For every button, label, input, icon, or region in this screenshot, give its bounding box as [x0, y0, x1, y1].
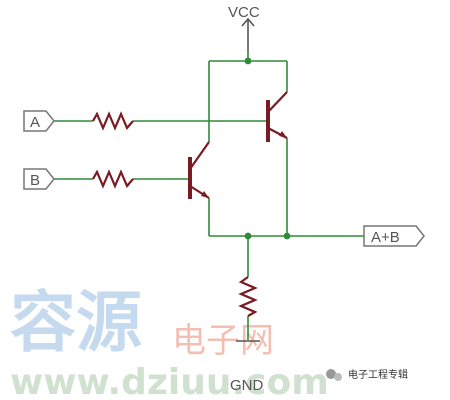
transistor-b	[188, 141, 210, 199]
watermark-chars-big: 容源	[10, 284, 142, 361]
wiring	[54, 52, 364, 340]
vcc-rail: VCC	[228, 4, 260, 52]
input-port-b: B	[23, 168, 55, 190]
source-badge: 电子工程专辑	[326, 368, 408, 381]
junction-ground	[244, 232, 252, 240]
input-port-a: A	[23, 110, 55, 132]
junctions	[244, 57, 291, 240]
emitter-arrow-icon	[201, 191, 209, 198]
badge-text: 电子工程专辑	[348, 368, 408, 381]
emitter-arrow-icon	[279, 131, 287, 138]
gnd-label: GND	[230, 377, 264, 394]
resistor-b	[92, 169, 134, 189]
input-b-label: B	[30, 172, 40, 189]
resistor-a	[92, 111, 134, 131]
junction-vcc	[244, 57, 252, 65]
resistor-ground	[238, 276, 258, 317]
input-a-label: A	[30, 114, 40, 131]
output-label: A+B	[371, 229, 400, 246]
output-port: A+B	[363, 225, 425, 247]
junction-output	[283, 232, 291, 240]
vcc-label: VCC	[228, 4, 260, 21]
wechat-icon	[326, 369, 342, 381]
ground-rail: GND	[230, 340, 264, 394]
watermark-url: www.dziuu.com	[10, 362, 329, 400]
watermark: 容源 电子网 www.dziuu.com	[10, 284, 329, 400]
transistor-a	[266, 91, 288, 142]
